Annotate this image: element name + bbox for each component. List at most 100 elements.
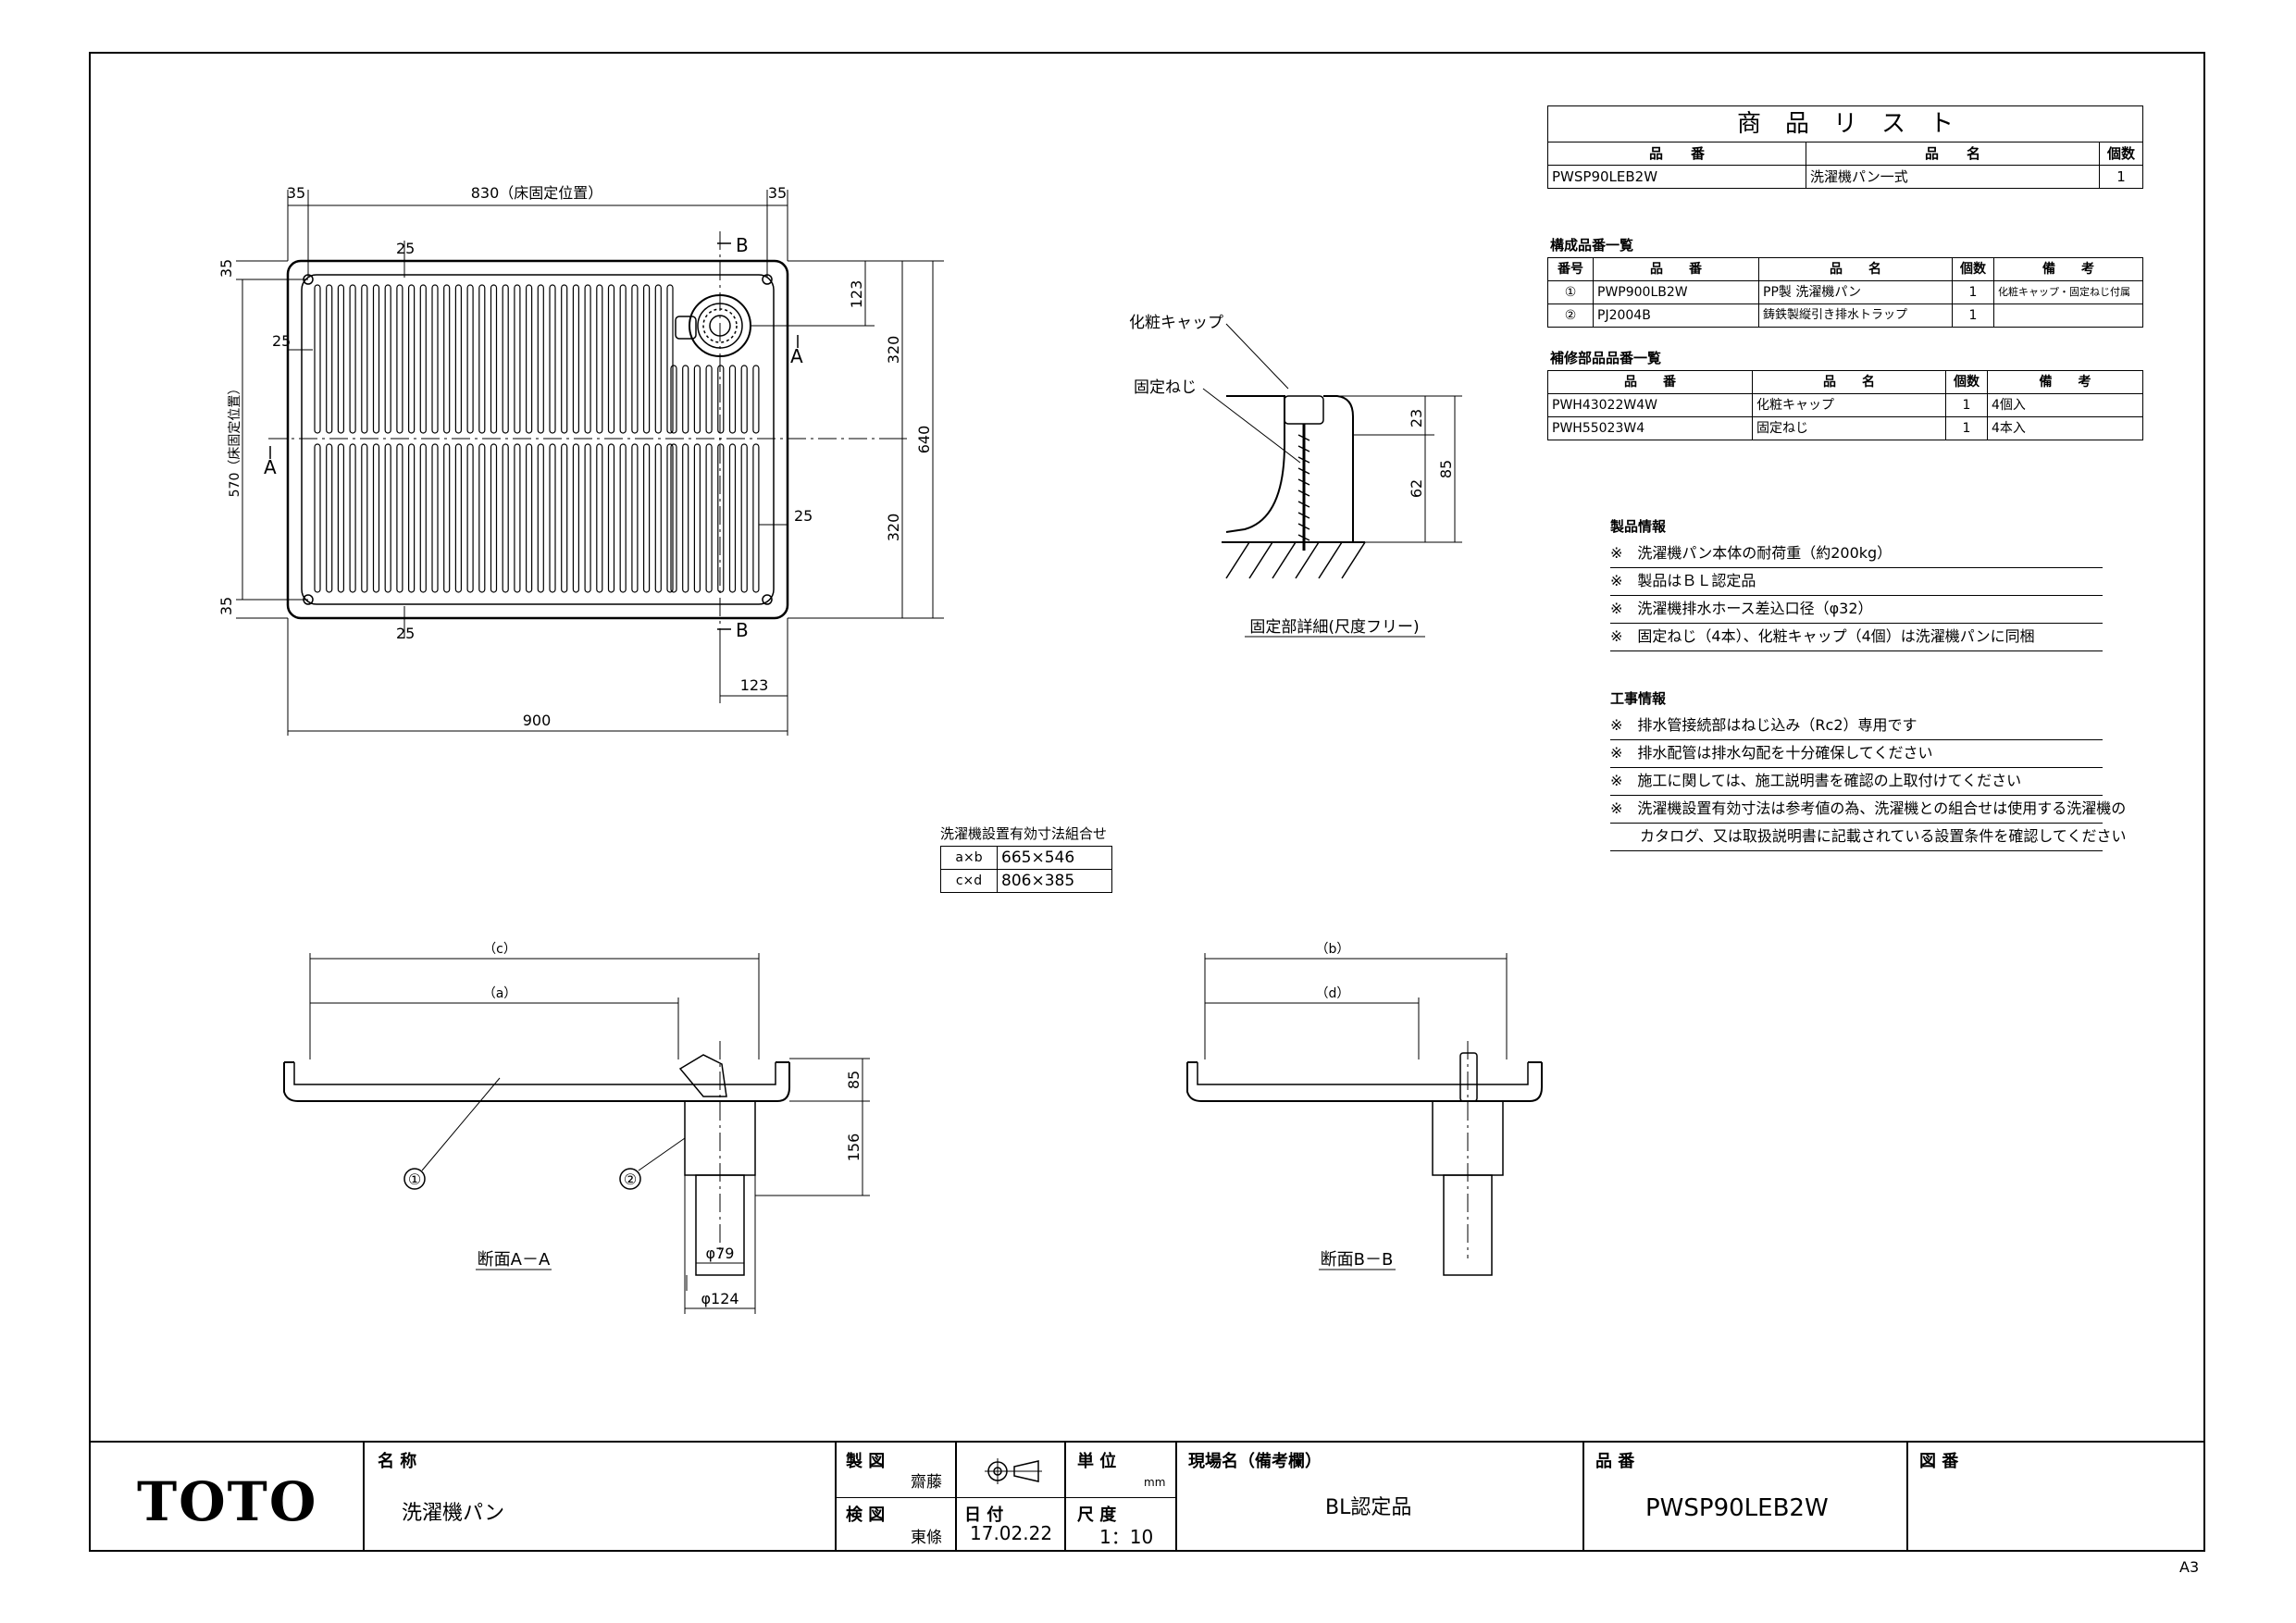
dim-156: 156 — [845, 1134, 863, 1162]
repair-parts-cell: 4本入 — [1987, 416, 2143, 440]
components-header: 番号 — [1547, 257, 1594, 281]
tb-drawn-cell: 製 図 齋藤 検 図 東條 — [835, 1443, 955, 1552]
sheet-size: A3 — [2179, 1558, 2200, 1576]
callout-2: ② — [624, 1171, 637, 1188]
pan-rib — [466, 284, 474, 434]
product-list-cell: 洗濯機パン一式 — [1806, 165, 2100, 189]
pan-rib — [717, 443, 725, 593]
components-cell — [1993, 304, 2143, 328]
dim-c: （c） — [483, 942, 516, 957]
product-list-header: 個数 — [2099, 142, 2143, 166]
pan-rib — [642, 284, 651, 434]
components-cell: 化粧キャップ・固定ねじ付属 — [1993, 280, 2143, 304]
pan-rib — [596, 443, 603, 593]
components-table: 番号 品 番 品 名 個数 備 考 ① PWP900LB2W PP製 洗濯機パン… — [1547, 257, 2143, 328]
pan-rib — [443, 443, 451, 593]
tb-unit-value: mm — [1144, 1476, 1166, 1489]
pan-rib — [337, 443, 344, 593]
pan-rib — [384, 443, 391, 593]
pan-rib — [454, 443, 462, 593]
dim-25-left: 25 — [272, 332, 291, 350]
product-info-notes: ※ 洗濯機パン本体の耐荷重（約200kg） ※ 製品はＢＬ認定品 ※ 洗濯機排水… — [1610, 540, 2103, 651]
tb-checked-label: 検 図 — [846, 1505, 886, 1525]
tb-scale-value: 1：10 — [1099, 1526, 1154, 1548]
pan-rib — [682, 365, 689, 434]
pan-rib — [514, 284, 521, 434]
tb-site-value: BL認定品 — [1325, 1496, 1412, 1519]
section-bb — [1186, 953, 1543, 1276]
work-info-title: 工事情報 — [1610, 690, 1667, 707]
product-info-item: ※ 製品はＢＬ認定品 — [1610, 568, 2103, 596]
dim-85-detail: 85 — [1437, 460, 1455, 478]
repair-parts-header: 備 考 — [1987, 370, 2143, 394]
repair-parts-cell: 1 — [1945, 416, 1988, 440]
tb-drawn-label: 製 図 — [846, 1452, 886, 1471]
pan-rib — [740, 365, 748, 434]
components-cell: ② — [1547, 304, 1594, 328]
pan-rib — [326, 443, 333, 593]
tb-part-cell: 品 番 PWSP90LEB2W — [1582, 1443, 1906, 1552]
tb-date-label: 日 付 — [964, 1505, 1004, 1525]
pan-rib — [326, 284, 333, 434]
effective-dims-cell: a×b — [940, 846, 998, 870]
dim-570: 570（床固定位置） — [228, 382, 242, 498]
pan-rib — [431, 443, 439, 593]
dim-d: （d） — [1316, 986, 1350, 1001]
drawing-frame — [89, 52, 2205, 1552]
pan-rib — [502, 284, 509, 434]
components-title: 構成品番一覧 — [1550, 237, 1634, 254]
callout-1: ① — [408, 1171, 421, 1188]
fixing-detail — [1202, 323, 1462, 579]
repair-parts-cell: PWH43022W4W — [1547, 393, 1753, 417]
caption-section-aa: 断面A－A — [478, 1250, 551, 1270]
dim-320-lower: 320 — [885, 514, 902, 542]
pan-rib — [314, 443, 321, 593]
pan-rib — [408, 443, 416, 593]
tb-date-value: 17.02.22 — [970, 1522, 1053, 1544]
dim-phi124: φ124 — [701, 1290, 738, 1307]
work-info-item: ※ 排水配管は排水勾配を十分確保してください — [1610, 740, 2103, 768]
pan-rib — [478, 443, 486, 593]
pan-rib — [670, 365, 677, 434]
pan-rib — [419, 284, 427, 434]
pan-rib — [666, 284, 674, 434]
tb-projection-cell: 日 付 17.02.22 — [955, 1443, 1064, 1552]
tb-drawing-no-cell: 図 番 — [1906, 1443, 2203, 1552]
work-info-item: ※ 施工に関しては、施工説明書を確認の上取付けてください — [1610, 768, 2103, 796]
pan-rib — [619, 284, 627, 434]
components-header: 品 番 — [1593, 257, 1759, 281]
work-info-notes: ※ 排水管接続部はねじ込み（Rc2）専用です ※ 排水配管は排水勾配を十分確保し… — [1610, 712, 2126, 851]
caption-section-bb: 断面B－B — [1321, 1250, 1394, 1270]
product-list-cell: 1 — [2099, 165, 2143, 189]
dim-320-upper: 320 — [885, 336, 902, 365]
dim-900: 900 — [523, 712, 552, 729]
repair-parts-title: 補修部品品番一覧 — [1550, 350, 1662, 366]
components-header: 品 名 — [1758, 257, 1953, 281]
pan-rib — [537, 443, 544, 593]
pan-rib — [396, 443, 403, 593]
projection-symbol-icon — [985, 1458, 1042, 1484]
repair-parts-cell: 固定ねじ — [1752, 416, 1946, 440]
pan-rib — [361, 284, 368, 434]
tb-site-cell: 現場名（備考欄） BL認定品 — [1175, 1443, 1582, 1552]
pan-rib — [584, 284, 591, 434]
components-cell: PWP900LB2W — [1593, 280, 1759, 304]
components-header: 備 考 — [1993, 257, 2143, 281]
pan-rib — [670, 443, 677, 593]
pan-rib — [514, 443, 521, 593]
pan-rib — [349, 443, 356, 593]
dim-25-bottom: 25 — [396, 625, 415, 642]
tb-site-label: 現場名（備考欄） — [1188, 1452, 1322, 1471]
pan-rib — [443, 284, 451, 434]
tb-checked-by: 東條 — [911, 1529, 942, 1547]
pan-rib — [490, 284, 498, 434]
toto-logo: TOTO — [137, 1470, 318, 1533]
pan-rib — [572, 284, 580, 434]
pan-rib — [631, 443, 639, 593]
dim-123-right: 123 — [848, 280, 865, 309]
repair-parts-header: 品 番 — [1547, 370, 1753, 394]
components-cell: ① — [1547, 280, 1594, 304]
section-mark-b-top: B — [736, 234, 749, 256]
pan-rib — [431, 284, 439, 434]
effective-dims-title: 洗濯機設置有効寸法組合せ — [940, 825, 1108, 842]
